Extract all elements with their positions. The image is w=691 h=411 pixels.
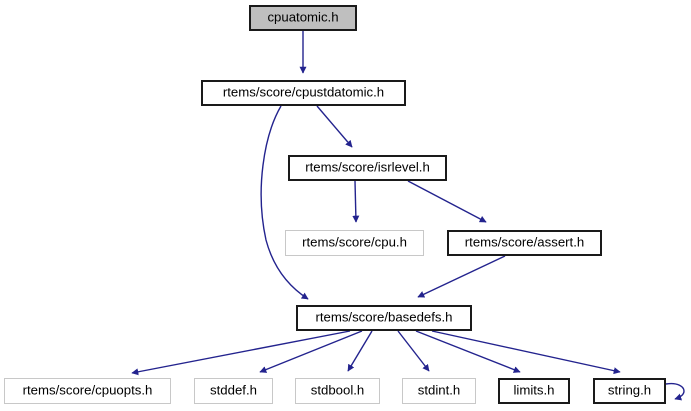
node-label-cpuatomic: cpuatomic.h (267, 9, 339, 25)
node-label-basedefs: rtems/score/basedefs.h (315, 309, 453, 325)
edge-basedefs-to-stdbool (347, 330, 373, 372)
edge-assert-to-basedefs (417, 255, 506, 298)
node-label-string: string.h (607, 382, 652, 398)
edge-basedefs-to-stdint (397, 330, 430, 372)
node-label-assert: rtems/score/assert.h (464, 234, 585, 250)
node-cpuopts[interactable]: rtems/score/cpuopts.h (4, 378, 171, 404)
node-stdbool[interactable]: stdbool.h (295, 378, 380, 404)
edge-basedefs-to-limits (415, 330, 521, 373)
node-label-cpustdatomic: rtems/score/cpustdatomic.h (222, 84, 385, 100)
node-label-cpu: rtems/score/cpu.h (302, 234, 407, 250)
edge-basedefs-to-cpuopts (131, 330, 351, 376)
node-isrlevel[interactable]: rtems/score/isrlevel.h (288, 155, 447, 181)
node-string[interactable]: string.h (593, 378, 666, 404)
node-cpuatomic[interactable]: cpuatomic.h (249, 5, 357, 31)
edge-cpustdatomic-to-isrlevel (316, 105, 353, 148)
node-stddef[interactable]: stddef.h (194, 378, 273, 404)
edge-basedefs-to-string (431, 330, 621, 375)
node-assert[interactable]: rtems/score/assert.h (447, 230, 602, 256)
node-label-stdint: stdint.h (417, 382, 461, 398)
edge-basedefs-to-stddef (259, 330, 363, 373)
node-cpustdatomic[interactable]: rtems/score/cpustdatomic.h (201, 80, 406, 106)
node-cpu[interactable]: rtems/score/cpu.h (285, 230, 424, 256)
node-limits[interactable]: limits.h (498, 378, 570, 404)
edge-string-to-string (665, 382, 685, 401)
node-label-stdbool: stdbool.h (310, 382, 365, 398)
edge-cpustdatomic-to-basedefs (260, 105, 309, 300)
node-stdint[interactable]: stdint.h (402, 378, 476, 404)
node-label-stddef: stddef.h (210, 382, 257, 398)
node-basedefs[interactable]: rtems/score/basedefs.h (296, 305, 472, 331)
edge-isrlevel-to-cpu (352, 180, 360, 223)
node-label-isrlevel: rtems/score/isrlevel.h (305, 159, 430, 175)
node-label-cpuopts: rtems/score/cpuopts.h (22, 382, 153, 398)
node-label-limits: limits.h (513, 382, 555, 398)
edge-isrlevel-to-assert (407, 180, 487, 223)
